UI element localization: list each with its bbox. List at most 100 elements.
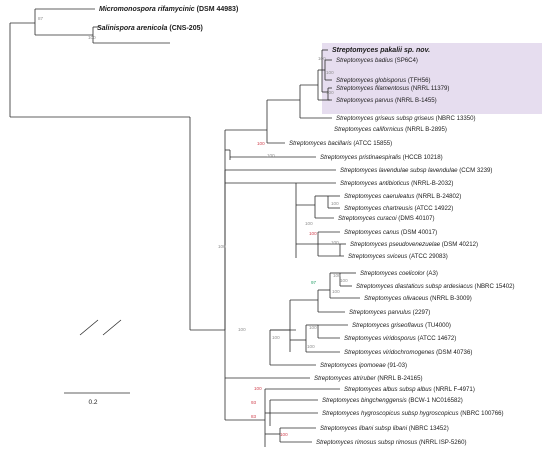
label-pakalii-binomial: Streptomyces pakalii sp. nov. [332, 47, 430, 54]
label-curacoi-binomial: Streptomyces curacoi [338, 215, 397, 222]
label-atriruber-strain: (NRRL B-24165) [376, 375, 423, 382]
support-value: 100 [218, 244, 226, 249]
label-pakalii: Streptomyces pakalii sp. nov. [332, 47, 430, 54]
label-antibioticus-binomial: Streptomyces antibioticus [340, 180, 409, 187]
label-diastaticus-binomial: Streptomyces diastaticus subsp ardesiacu… [356, 283, 473, 290]
label-ipomoeae: Streptomyces ipomoeae (91-03) [320, 362, 407, 369]
label-griseoflavus: Streptomyces griseoflavus (TU4000) [352, 322, 451, 329]
label-griseus: Streptomyces griseus subsp griseus (NBRC… [336, 115, 476, 122]
label-chartreusis-strain: (ATCC 14922) [413, 205, 454, 212]
support-value: 100 [305, 221, 313, 226]
label-bingchenggensis: Streptomyces bingchenggensis (BCW-1 NC01… [322, 397, 463, 404]
support-value: 100 [326, 90, 334, 95]
label-parvus: Streptomyces parvus (NRRL B-1455) [336, 97, 437, 104]
label-viridosporus-binomial: Streptomyces viridosporus [344, 335, 416, 342]
support-value: 100 [309, 231, 317, 236]
label-diastaticus-strain: (NBRC 15402) [473, 283, 515, 290]
label-bingchenggensis-binomial: Streptomyces bingchenggensis [322, 397, 407, 404]
label-globisporus-binomial: Streptomyces globisporus [336, 77, 406, 84]
label-viridosporus-strain: (ATCC 14672) [416, 335, 457, 342]
label-albus-strain: (NRRL F-4971) [432, 386, 475, 393]
support-value: 100 [331, 201, 339, 206]
label-coelicolor-strain: (A3) [425, 270, 438, 277]
label-caeruleatus-strain: (NRRL B-24802) [414, 193, 461, 200]
label-curacoi-strain: (DMS 40107) [397, 215, 435, 222]
label-rimosus-binomial: Streptomyces rimosus subsp rimosus [316, 439, 417, 446]
label-libani-strain: (NBRC 13452) [407, 425, 449, 432]
label-ipomoeae-binomial: Streptomyces ipomoeae [320, 362, 386, 369]
scale-bar-label: 0.2 [88, 399, 97, 406]
support-value: 100 [257, 141, 265, 146]
label-parvulus: Streptomyces parvulus (2297) [349, 309, 430, 316]
label-pseudovenezuelae: Streptomyces pseudovenezuelae (DSM 40212… [350, 241, 478, 248]
label-olivaceus-binomial: Streptomyces olivaceus [364, 295, 428, 302]
label-caeruleatus-binomial: Streptomyces caeruleatus [344, 193, 414, 200]
label-badius-binomial: Streptomyces badius [336, 57, 393, 64]
label-canus-strain: (DSM 40017) [399, 229, 437, 236]
label-bacillaris-binomial: Streptomyces bacillaris [289, 140, 352, 147]
label-griseus-strain: (NBRC 13350) [434, 115, 476, 122]
label-coelicolor-binomial: Streptomyces coelicolor [360, 270, 426, 277]
label-albus: Streptomyces albus subsp albus (NRRL F-4… [344, 386, 475, 393]
label-californicus-strain: (NRRL B-2895) [403, 126, 446, 133]
label-globisporus-strain: (TFH56) [406, 77, 430, 84]
support-value: 97 [311, 280, 317, 285]
label-griseoflavus-binomial: Streptomyces griseoflavus [352, 322, 423, 329]
support-value: 100 [326, 70, 334, 75]
label-micromonospora-rifamycinic-strain: (DSM 44983) [195, 6, 239, 13]
label-parvus-binomial: Streptomyces parvus [336, 97, 393, 104]
highlight-band [322, 43, 542, 114]
label-bacillaris-strain: (ATCC 15855) [352, 140, 393, 147]
label-coelicolor: Streptomyces coelicolor (A3) [360, 270, 438, 277]
support-value: 93 [251, 400, 257, 405]
label-pristinaespiralis: Streptomyces pristinaespiralis (HCCB 102… [320, 154, 443, 161]
support-value: 100 [267, 153, 275, 158]
label-rimosus-strain: (NRRL ISP-5260) [417, 439, 466, 446]
label-hygroscopicus-strain: (NBRC 100766) [459, 410, 504, 417]
label-badius-strain: (SP6C4) [393, 57, 418, 64]
label-bingchenggensis-strain: (BCW-1 NC016582) [407, 397, 463, 404]
label-olivaceus: Streptomyces olivaceus (NRRL B-3009) [364, 295, 472, 302]
label-sviceus-strain: (ATCC 29083) [407, 253, 448, 260]
label-caeruleatus: Streptomyces caeruleatus (NRRL B-24802) [344, 193, 461, 200]
support-value: 100 [333, 273, 341, 278]
label-salinispora-arenicola-binomial: Salinispora arenicola [97, 25, 168, 32]
label-micromonospora-rifamycinic-binomial: Micromonospora rifamycinic [99, 6, 195, 13]
label-viridochromogenes-binomial: Streptomyces viridochromogenes [344, 349, 434, 356]
label-canus-binomial: Streptomyces canus [344, 229, 399, 236]
label-parvulus-strain: (2297) [411, 309, 430, 316]
label-badius: Streptomyces badius (SP6C4) [336, 57, 418, 64]
support-value: 100 [88, 35, 96, 40]
label-atriruber-binomial: Streptomyces atriruber [314, 375, 377, 382]
support-value: 100 [309, 325, 317, 330]
support-value: 100 [238, 327, 246, 332]
label-pseudovenezuelae-binomial: Streptomyces pseudovenezuelae [350, 241, 441, 248]
label-lavendulae: Streptomyces lavendulae subsp lavendulae… [340, 167, 492, 174]
label-antibioticus: Streptomyces antibioticus (NRRL-B-2032) [340, 180, 453, 187]
support-value: 100 [272, 335, 280, 340]
label-chartreusis: Streptomyces chartreusis (ATCC 14922) [344, 205, 453, 212]
label-lavendulae-binomial: Streptomyces lavendulae subsp lavendulae [340, 167, 458, 174]
label-filamentosus: Streptomyces filamentosus (NRRL 11379) [336, 85, 449, 92]
label-pristinaespiralis-binomial: Streptomyces pristinaespiralis [320, 154, 401, 161]
label-filamentosus-binomial: Streptomyces filamentosus [336, 85, 409, 92]
label-sviceus: Streptomyces sviceus (ATCC 29083) [348, 253, 448, 260]
support-value: 100 [280, 432, 288, 437]
label-diastaticus: Streptomyces diastaticus subsp ardesiacu… [356, 283, 515, 290]
label-californicus-binomial: Streptomyces californicus [334, 126, 403, 133]
label-olivaceus-strain: (NRRL B-3009) [428, 295, 471, 302]
label-globisporus: Streptomyces globisporus (TFH56) [336, 77, 431, 84]
label-ipomoeae-strain: (91-03) [386, 362, 407, 369]
label-parvus-strain: (NRRL B-1455) [393, 97, 436, 104]
label-salinispora-arenicola-strain: (CNS-205) [167, 25, 202, 32]
label-hygroscopicus-binomial: Streptomyces hygroscopicus subsp hygrosc… [322, 410, 459, 417]
label-curacoi: Streptomyces curacoi (DMS 40107) [338, 215, 435, 222]
support-value: 100 [254, 386, 262, 391]
label-micromonospora-rifamycinic: Micromonospora rifamycinic (DSM 44983) [99, 6, 238, 13]
label-rimosus: Streptomyces rimosus subsp rimosus (NRRL… [316, 439, 466, 446]
label-antibioticus-strain: (NRRL-B-2032) [409, 180, 453, 187]
support-value: 100 [332, 289, 340, 294]
label-filamentosus-strain: (NRRL 11379) [409, 85, 449, 92]
